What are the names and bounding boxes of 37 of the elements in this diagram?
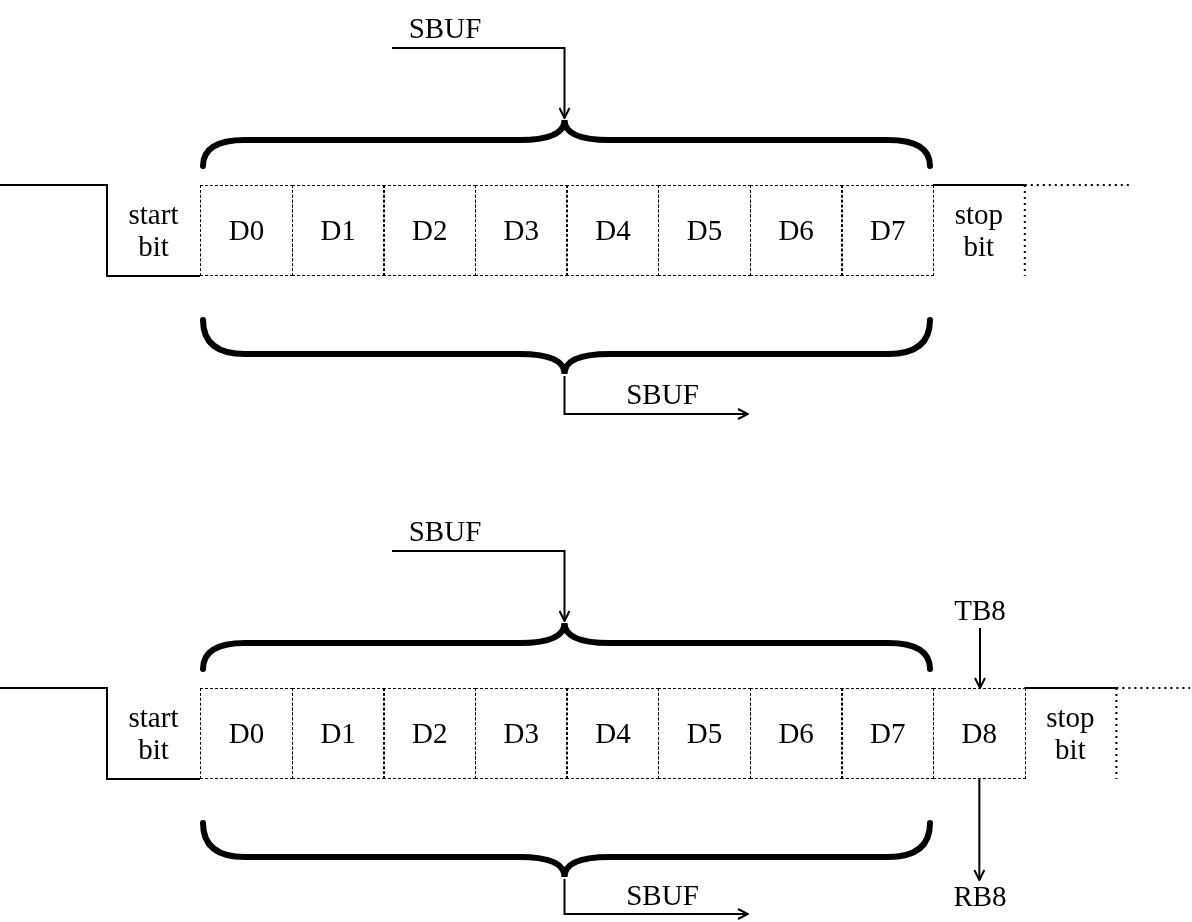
bit-cell: D0 [200, 688, 294, 779]
bit-cell: D5 [658, 688, 752, 779]
signal-label: SBUF [605, 880, 720, 912]
bit-cell: D3 [474, 185, 568, 276]
curly-brace [200, 821, 933, 879]
arrow [391, 550, 571, 622]
signal-label: TB8 [935, 594, 1025, 628]
bit-cell: D2 [383, 688, 477, 779]
bit-cell: D2 [383, 185, 477, 276]
bit-cell: start bit [107, 185, 200, 276]
curly-brace [200, 118, 933, 168]
bit-cell: stop bit [932, 185, 1025, 276]
bit-cell: D4 [566, 185, 660, 276]
bit-cell: D3 [474, 688, 568, 779]
arrow [563, 878, 749, 920]
signal-label: SBUF [390, 515, 500, 549]
curly-brace [200, 621, 933, 671]
bit-cell: D7 [841, 185, 935, 276]
bit-cell: D0 [200, 185, 294, 276]
bit-cell: D1 [291, 185, 385, 276]
bit-cell: D4 [566, 688, 660, 779]
bit-cell: D5 [658, 185, 752, 276]
arrow [973, 778, 986, 881]
bit-cell: D6 [749, 688, 843, 779]
arrow [563, 375, 749, 420]
bit-cell: D7 [841, 688, 935, 779]
arrow [391, 47, 571, 119]
bit-cell: stop bit [1024, 688, 1117, 779]
bit-cell: start bit [107, 688, 200, 779]
bit-cell: D8 [932, 688, 1026, 779]
bit-cell: D1 [291, 688, 385, 779]
arrow [974, 627, 986, 689]
signal-label: SBUF [605, 378, 720, 412]
curly-brace [200, 318, 933, 376]
signal-label: RB8 [935, 880, 1025, 914]
bit-cell: D6 [749, 185, 843, 276]
signal-label: SBUF [390, 12, 500, 46]
